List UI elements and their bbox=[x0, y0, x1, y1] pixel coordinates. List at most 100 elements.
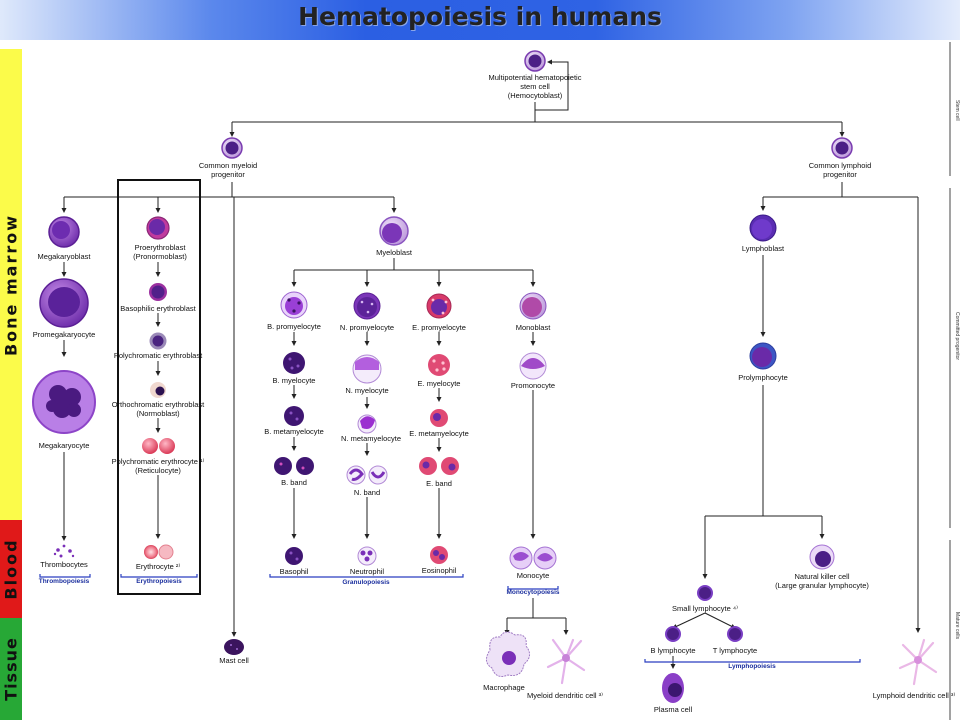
common-myeloid-progenitor bbox=[221, 137, 243, 159]
n-band-cells bbox=[346, 465, 388, 485]
b-band-label: B. band bbox=[281, 478, 307, 487]
basophil-label: Basophil bbox=[279, 567, 309, 576]
small-lymphocyte-label: Small lymphocyte ⁴⁾ bbox=[672, 604, 738, 613]
promonocyte-cell bbox=[519, 352, 547, 380]
myeloid-dendritic-label: Myeloid dendritic cell ³⁾ bbox=[526, 691, 604, 700]
e-band-cells bbox=[419, 457, 459, 475]
b-promyelocyte-cell bbox=[280, 291, 308, 319]
bone-marrow-band: Bone marrow bbox=[0, 49, 22, 520]
common-lymphoid-progenitor bbox=[831, 137, 853, 159]
monocyte-label: Monocyte bbox=[516, 571, 550, 580]
e-metamyelocyte-label: E. metamyelocyte bbox=[409, 429, 469, 438]
lymphoid-dendritic-cell bbox=[898, 638, 938, 686]
lymphopoiesis-label: Lymphopoiesis bbox=[728, 663, 776, 670]
orthochromatic-erythroblast-cell bbox=[150, 382, 166, 398]
group-brackets bbox=[39, 574, 861, 663]
polychromatic-erythrocyte-label: Polychromatic erythrocyte ¹⁾(Reticulocyt… bbox=[111, 457, 205, 475]
plasma-cell-label: Plasma cell bbox=[653, 705, 693, 714]
macrophage-cell bbox=[486, 631, 530, 677]
megakaryoblast-cell bbox=[48, 216, 80, 248]
erythrocyte-label: Erythrocyte ²⁾ bbox=[135, 562, 181, 571]
erythrocyte-cells bbox=[144, 544, 174, 560]
n-metamyelocyte-cell bbox=[357, 414, 377, 434]
lymphoblast-label: Lymphoblast bbox=[741, 244, 785, 253]
orthochromatic-erythroblast-label: Orthochromatic erythroblast(Normoblast) bbox=[111, 400, 205, 418]
blood-band: Blood bbox=[0, 520, 22, 618]
b-myelocyte-label: B. myelocyte bbox=[272, 376, 316, 385]
n-band-label: N. band bbox=[353, 488, 381, 497]
polychromatic-erythroblast-cell bbox=[149, 332, 167, 350]
polychromatic-erythrocyte-cells bbox=[142, 438, 175, 454]
myeloblast-cell bbox=[379, 216, 409, 246]
neutrophil-label: Neutrophil bbox=[349, 567, 385, 576]
monoblast-cell bbox=[519, 292, 547, 320]
n-myelocyte-cell bbox=[352, 354, 382, 384]
megakaryoblast-label: Megakaryoblast bbox=[37, 252, 91, 261]
mast-cell-label: Mast cell bbox=[219, 656, 249, 665]
t-lymphocyte-label: T lymphocyte bbox=[712, 646, 758, 655]
mature-cells-side-label: Mature cells bbox=[954, 612, 960, 639]
myeloblast-label: Myeloblast bbox=[376, 248, 412, 257]
b-band-cells bbox=[274, 457, 314, 475]
granulopoiesis-label: Granulopoiesis bbox=[342, 579, 390, 586]
polychromatic-erythroblast-label: Polychromatic erythroblast bbox=[113, 351, 203, 360]
committed-progenitor-side-label: Committed progenitor bbox=[954, 312, 960, 361]
proerythroblast-cell bbox=[146, 216, 170, 240]
title-bar: Hematopoiesis in humans bbox=[0, 0, 960, 40]
prolymphocyte-label: Prolymphocyte bbox=[738, 373, 788, 382]
monoblast-label: Monoblast bbox=[515, 323, 551, 332]
t-lymphocyte-cell bbox=[727, 626, 743, 642]
lymphoblast-cell bbox=[749, 214, 777, 242]
monocyte-cells bbox=[509, 546, 557, 570]
tissue-band: Tissue bbox=[0, 618, 22, 720]
megakaryocyte-label: Megakaryocyte bbox=[38, 441, 90, 450]
monocytopoiesis-label: Monocytopoiesis bbox=[506, 589, 560, 596]
macrophage-label: Macrophage bbox=[483, 683, 525, 692]
promegakaryocyte-label: Promegakaryocyte bbox=[32, 330, 96, 339]
thrombocytes-cells bbox=[53, 544, 75, 558]
nk-cell-label: Natural killer cell(Large granular lymph… bbox=[775, 572, 869, 590]
erythropoiesis-highlight-box bbox=[117, 179, 201, 595]
prolymphocyte-cell bbox=[749, 342, 777, 370]
e-myelocyte-cell bbox=[428, 354, 450, 376]
erythropoiesis-label: Erythropoiesis bbox=[136, 578, 182, 585]
basophilic-erythroblast-label: Basophilic erythroblast bbox=[120, 304, 196, 313]
stem-cell-side-label: Stem cell bbox=[954, 100, 960, 121]
b-metamyelocyte-label: B. metamyelocyte bbox=[264, 427, 324, 436]
megakaryocyte-cell bbox=[32, 370, 96, 434]
e-promyelocyte-cell bbox=[426, 293, 452, 319]
n-metamyelocyte-label: N. metamyelocyte bbox=[340, 434, 402, 443]
b-myelocyte-cell bbox=[283, 352, 305, 374]
n-promyelocyte-label: N. promyelocyte bbox=[339, 323, 395, 332]
e-band-label: E. band bbox=[426, 479, 452, 488]
nk-cell bbox=[809, 544, 835, 570]
eosinophil-label: Eosinophil bbox=[421, 566, 457, 575]
n-myelocyte-label: N. myelocyte bbox=[345, 386, 389, 395]
proerythroblast-label: Proerythroblast(Pronormoblast) bbox=[133, 243, 187, 261]
b-lymphocyte-cell bbox=[665, 626, 681, 642]
small-lymphocyte-cell bbox=[697, 585, 713, 601]
e-myelocyte-label: E. myelocyte bbox=[417, 379, 461, 388]
basophilic-erythroblast-cell bbox=[149, 283, 167, 301]
page-title: Hematopoiesis in humans bbox=[298, 2, 662, 31]
mast-cell bbox=[224, 639, 244, 655]
eosinophil-cell bbox=[430, 546, 448, 564]
e-metamyelocyte-cell bbox=[430, 409, 448, 427]
myeloid-dendritic-cell bbox=[546, 638, 586, 685]
promegakaryocyte-cell bbox=[39, 278, 89, 328]
e-promyelocyte-label: E. promyelocyte bbox=[412, 323, 466, 332]
connector-lines bbox=[61, 59, 921, 669]
thrombopoiesis-label: Thrombopoiesis bbox=[38, 578, 90, 585]
lymphoid-dendritic-label: Lymphoid dendritic cell ³⁾ bbox=[872, 691, 956, 700]
thrombocytes-label: Thrombocytes bbox=[40, 560, 88, 569]
n-promyelocyte-cell bbox=[353, 292, 381, 320]
stem-cell bbox=[524, 50, 546, 72]
basophil-cell bbox=[285, 547, 303, 565]
b-lymphocyte-label: B lymphocyte bbox=[650, 646, 696, 655]
plasma-cell bbox=[662, 673, 684, 703]
